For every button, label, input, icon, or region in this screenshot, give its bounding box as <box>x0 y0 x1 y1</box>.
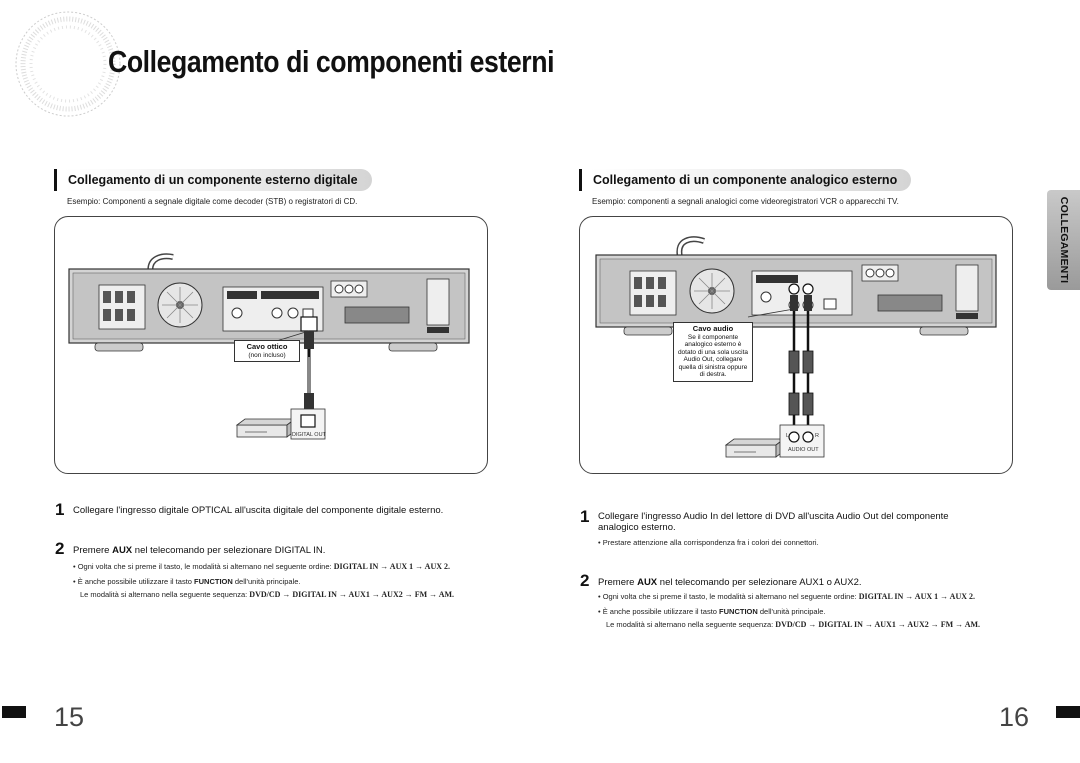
right-section-heading: Collegamento di un componente analogico … <box>579 168 912 192</box>
callout-subtitle: (non incluso) <box>248 351 286 359</box>
left-heading-text: Collegamento di un componente esterno di… <box>64 169 372 191</box>
digital-out-label: DIGITAL OUT <box>292 432 326 438</box>
external-digital-device <box>236 424 288 438</box>
right-bullet-2: • È anche possibile utilizzare il tasto … <box>598 607 826 616</box>
left-page-number: 15 <box>54 702 85 732</box>
heading-bar <box>579 169 582 191</box>
digital-connection-diagram <box>68 253 470 440</box>
right-step1-number: 1 <box>580 507 590 526</box>
right-step2-number: 2 <box>580 571 590 590</box>
right-bullet-1: • Ogni volta che si preme il tasto, le m… <box>598 592 976 601</box>
jack-r-label: R <box>815 433 819 439</box>
left-page-marker <box>2 706 26 718</box>
side-tab-label: COLLEGAMENTI <box>1057 196 1070 284</box>
audio-out-label: AUDIO OUT <box>788 447 819 453</box>
left-bullet-2: • È anche possibile utilizzare il tasto … <box>73 577 301 586</box>
section-side-tab: COLLEGAMENTI <box>1047 190 1080 290</box>
left-step1-number: 1 <box>55 500 65 519</box>
callout-body: Se il componente analogico esterno è dot… <box>677 333 749 379</box>
left-section-heading: Collegamento di un componente esterno di… <box>54 168 372 192</box>
right-page-number: 16 <box>999 702 1030 732</box>
right-page-marker <box>1056 706 1080 718</box>
left-step2-text: Premere AUX nel telecomando per selezion… <box>73 545 326 556</box>
right-bullet-3: Le modalità si alternano nella seguente … <box>606 620 981 629</box>
right-step1-text-line1: Collegare l'ingresso Audio In del lettor… <box>598 511 949 522</box>
left-step2-number: 2 <box>55 539 65 558</box>
jack-l-label: L <box>786 433 790 439</box>
left-bullet-3: Le modalità si alternano nella seguente … <box>80 590 455 599</box>
right-example-text: Esempio: componenti a segnali analogici … <box>592 197 899 206</box>
left-step1-text: Collegare l'ingresso digitale OPTICAL al… <box>73 505 444 516</box>
right-diagram-panel <box>579 216 1013 474</box>
right-step2-text: Premere AUX nel telecomando per selezion… <box>598 577 862 588</box>
callout-title: Cavo ottico <box>246 342 288 351</box>
external-analog-device <box>725 444 777 458</box>
left-bullet-1: • Ogni volta che si preme il tasto, le m… <box>73 562 451 571</box>
right-cable-callout: Cavo audio Se il componente analogico es… <box>673 322 753 382</box>
left-example-text: Esempio: Componenti a segnale digitale c… <box>67 197 358 206</box>
analog-connection-diagram <box>595 236 997 458</box>
right-step1-text-line2: analogico esterno. <box>598 522 676 533</box>
heading-bar <box>54 169 57 191</box>
left-cable-callout: Cavo ottico (non incluso) <box>234 340 300 362</box>
callout-title: Cavo audio <box>692 324 734 333</box>
decorative-seal-graphic <box>15 11 121 117</box>
page-title: Collegamento di componenti esterni <box>108 44 555 79</box>
right-heading-text: Collegamento di un componente analogico … <box>589 169 912 191</box>
right-bullet-0: • Prestare attenzione alla corrispondenz… <box>598 538 819 547</box>
